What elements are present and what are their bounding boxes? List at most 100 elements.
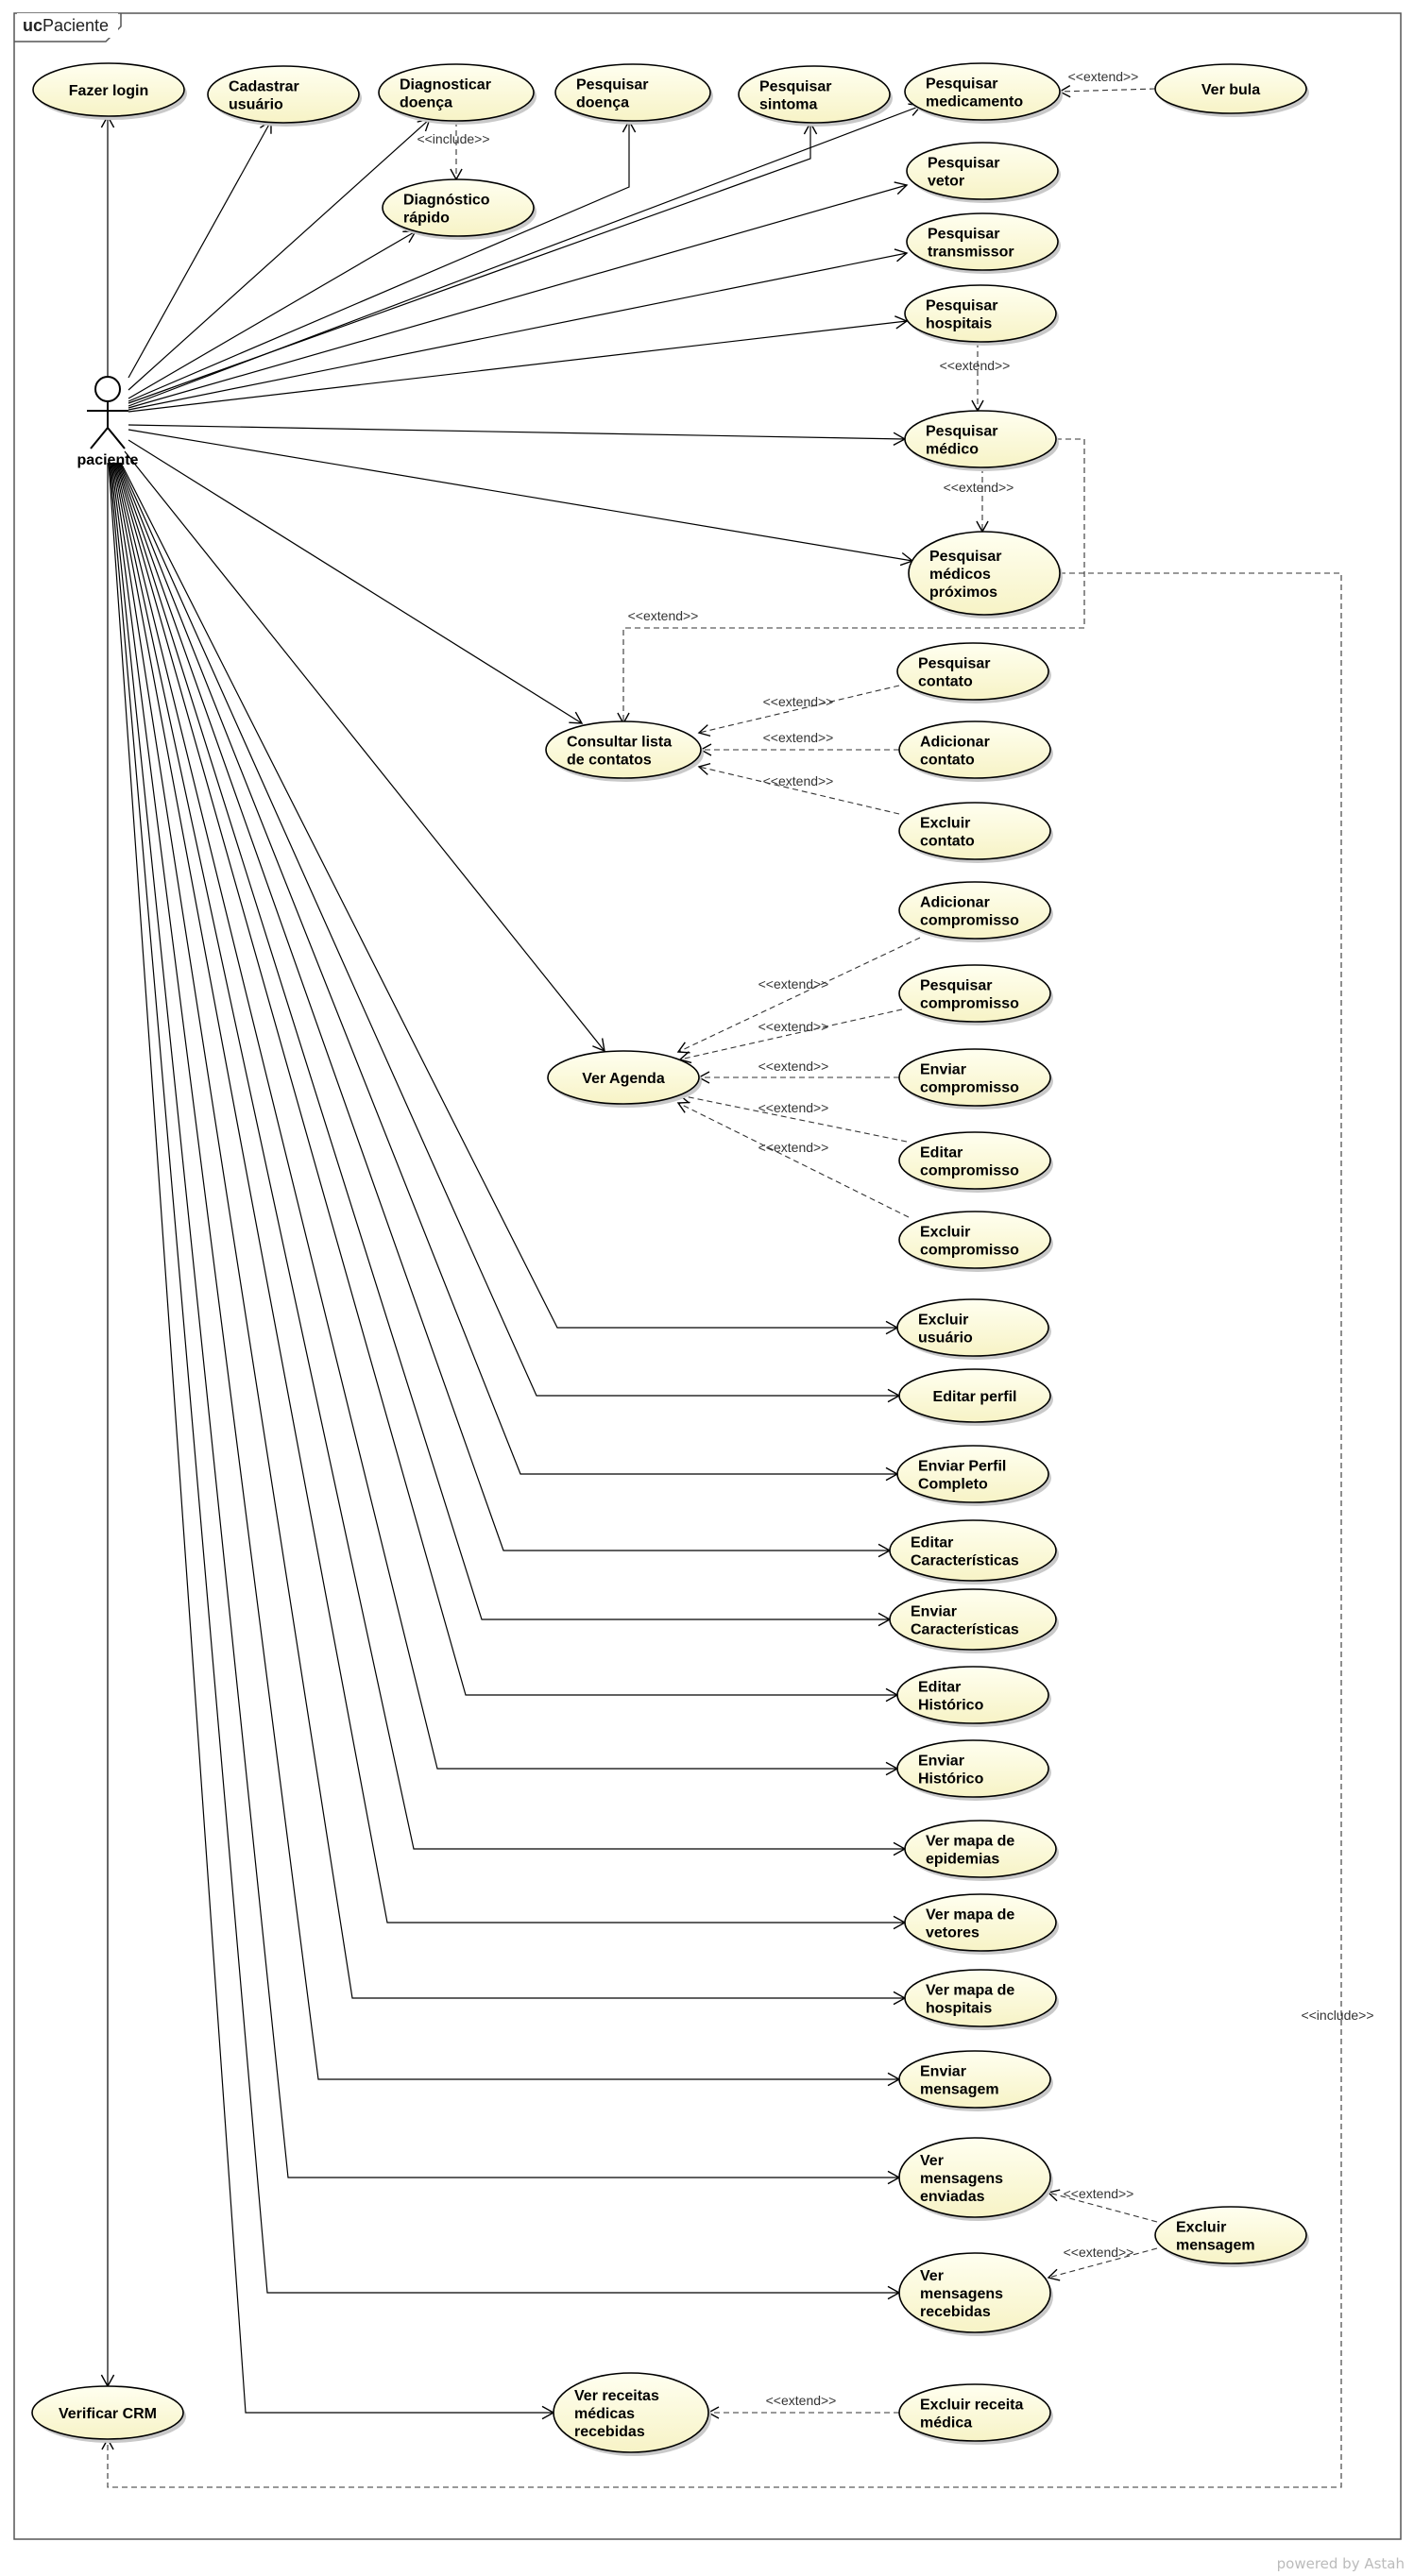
usecase-ellipse [906,142,1059,200]
usecase-pesquisar-vetor[interactable]: Pesquisar vetor [906,142,1061,203]
include-pesquisar-medicos-proximos-to-verificar-crm[interactable] [107,572,1342,2488]
extend-stereotype-label: <<extend>> [758,976,829,991]
association-enviar-historico[interactable] [114,462,897,1770]
association-cadastrar-usuario[interactable] [128,120,272,379]
usecase-ver-bula[interactable]: Ver bula [1154,63,1309,117]
extend-ver-bula-to-pesquisar-medicamento[interactable] [1059,88,1156,93]
association-enviar-caracteristicas[interactable] [116,462,890,1620]
extend-stereotype-label: <<extend>> [766,2393,837,2408]
extend-adicionar-compromisso-to-ver-agenda[interactable] [677,937,921,1053]
association-ver-mensagens-enviadas[interactable] [110,462,899,2178]
association-consultar-lista-contatos[interactable] [128,439,583,724]
association-editar-perfil[interactable] [119,462,899,1397]
association-diagnosticar-doenca[interactable] [128,118,431,391]
usecase-label-line: Ver bula [1201,82,1260,98]
usecase-label-line: Enviar [918,1754,964,1770]
usecase-label-line: Excluir [920,816,970,832]
association-pesquisar-medicos-proximos[interactable] [128,429,913,562]
usecase-ver-agenda[interactable]: Ver Agenda [547,1050,702,1108]
usecase-label-line: Pesquisar [928,156,999,172]
association-ver-mapa-vetores[interactable] [112,462,905,1924]
association-ver-agenda[interactable] [124,450,605,1052]
usecase-label-line: doença [576,95,629,111]
association-diagnostico-rapido[interactable] [128,230,417,399]
extend-pesquisar-medico-to-consultar-lista-contatos[interactable] [622,438,1085,723]
usecase-ellipse [889,1519,1057,1582]
frame-kind: uc [23,16,43,35]
association-pesquisar-vetor[interactable] [128,184,908,409]
association-ver-receitas[interactable] [108,462,554,2414]
usecase-label-line: Enviar [911,1604,957,1620]
extend-stereotype-label: <<extend>> [758,1140,829,1155]
usecase-fazer-login[interactable]: Fazer login [32,62,187,120]
usecase-editar-perfil[interactable]: Editar perfil [898,1368,1053,1426]
extend-editar-compromisso-to-ver-agenda[interactable] [679,1094,908,1143]
association-enviar-perfil-completo[interactable] [118,462,897,1475]
association-pesquisar-medico[interactable] [128,424,906,440]
association-excluir-usuario[interactable] [120,462,897,1329]
extend-pesquisar-contato-to-consultar-lista-contatos[interactable] [698,685,900,734]
association-pesquisar-transmissor[interactable] [128,252,908,411]
usecase-label-line: Verificar CRM [59,2406,157,2422]
usecase-ellipse [898,720,1051,779]
association-pesquisar-medicamento[interactable] [128,105,922,407]
usecase-label-line: vetor [928,174,964,190]
association-editar-caracteristicas[interactable] [117,462,890,1551]
association-ver-mapa-hospitais[interactable] [111,462,905,1999]
usecase-ellipse [1154,2206,1307,2264]
usecase-ellipse [31,2385,184,2440]
usecase-verificar-crm[interactable]: Verificar CRM [31,2385,186,2443]
association-enviar-mensagem[interactable] [111,462,899,2080]
extend-pesquisar-compromisso-to-ver-agenda[interactable] [679,1008,903,1060]
extend-excluir-compromisso-to-ver-agenda[interactable] [677,1102,910,1218]
extend-excluir-contato-to-consultar-lista-contatos[interactable] [698,766,900,815]
usecase-ellipse [32,62,185,117]
usecase-label-line: compromisso [920,996,1019,1012]
actor[interactable]: paciente [77,376,139,468]
extend-stereotype-label: <<extend>> [1064,2245,1134,2260]
usecase-ellipse [898,1368,1051,1423]
usecase-ellipse [898,2252,1051,2333]
association-pesquisar-sintoma[interactable] [128,123,811,404]
association-ver-mensagens-recebidas[interactable] [109,462,899,2294]
usecase-label-line: Excluir [918,1313,968,1329]
association-editar-historico[interactable] [115,462,897,1696]
association-pesquisar-hospitais[interactable] [128,320,908,413]
association-pesquisar-doenca[interactable] [128,121,630,402]
association-ver-mapa-epidemias[interactable] [113,462,905,1850]
